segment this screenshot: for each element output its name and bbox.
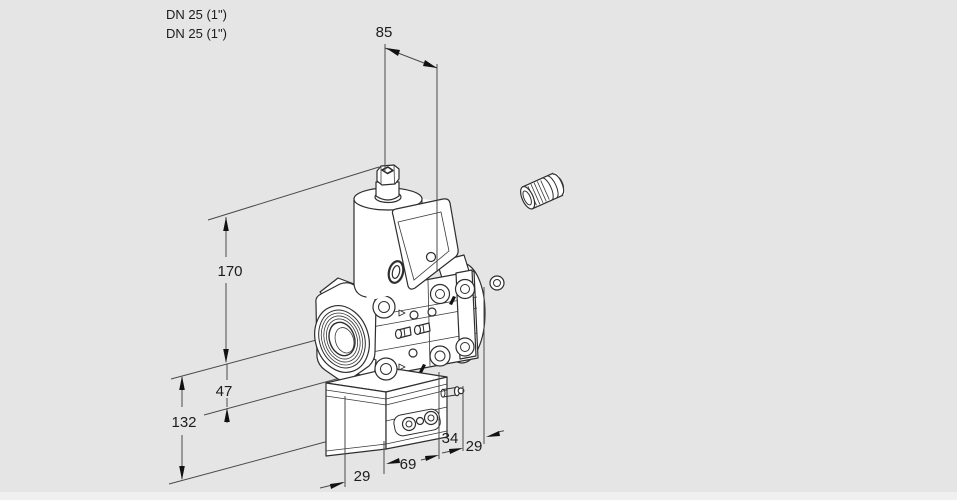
sight-hole	[401, 416, 417, 432]
sight-hole	[423, 410, 439, 426]
valve-artwork	[314, 164, 566, 457]
side-nipple	[440, 386, 465, 398]
dimension-arrowheads	[179, 48, 500, 489]
connection-label-top: DN 25 (1")	[166, 7, 227, 22]
index-markers	[398, 296, 456, 373]
upper-actuator	[353, 164, 459, 300]
sealing-plug	[520, 172, 566, 210]
flange-bolts	[372, 275, 505, 381]
dim-label-170: 170	[217, 263, 242, 280]
dim-label-85: 85	[376, 24, 393, 41]
dim-label-132: 132	[171, 414, 196, 431]
dim-label-29-right: 29	[466, 438, 483, 455]
left-flange-bore	[314, 305, 370, 373]
dim-label-47: 47	[216, 383, 233, 400]
test-point-screws	[394, 322, 431, 340]
label-panel	[391, 198, 459, 290]
dim-label-34: 34	[442, 430, 459, 447]
adjustment-knob	[374, 164, 402, 204]
dim-label-69: 69	[400, 456, 417, 473]
connection-label-bottom: DN 25 (1")	[166, 26, 227, 41]
page-edge	[0, 492, 957, 500]
dim-label-29-left: 29	[354, 468, 371, 485]
vent-hole	[387, 260, 405, 284]
